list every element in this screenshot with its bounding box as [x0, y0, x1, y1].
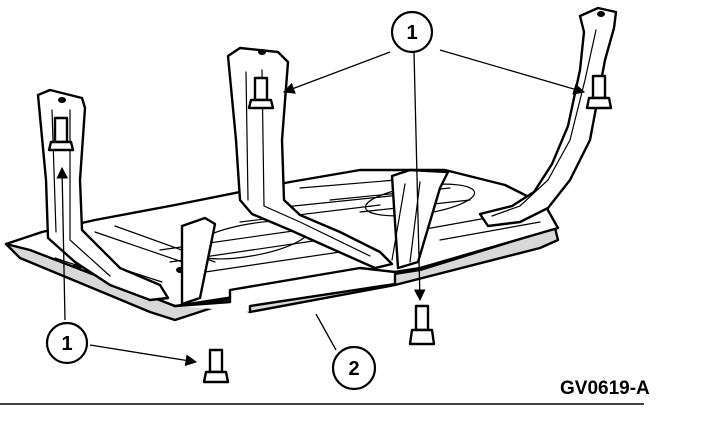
svg-text:1: 1 [61, 333, 72, 355]
figure-code: GV0619-A [560, 378, 650, 399]
bolt-icon-right-strap [585, 74, 613, 110]
center-bracket [180, 168, 450, 306]
bolt-icon-bottom-left [202, 348, 230, 384]
leader-lines [56, 49, 586, 367]
skid-plate-rib-2 [159, 194, 401, 276]
svg-text:2: 2 [348, 358, 359, 380]
mounting-strap-right [478, 6, 618, 228]
bolt-icon-left-strap [47, 116, 75, 152]
bolt-icon-bottom-center [408, 304, 436, 346]
svg-text:1: 1 [406, 22, 417, 44]
bolt-icon-middle-strap [247, 76, 275, 110]
callout-skid-plate: 2 [331, 345, 377, 391]
callout-bolt-left: 1 [45, 321, 89, 365]
skid-plate-front-channel [173, 266, 397, 314]
callout-bolt-top: 1 [390, 10, 434, 54]
